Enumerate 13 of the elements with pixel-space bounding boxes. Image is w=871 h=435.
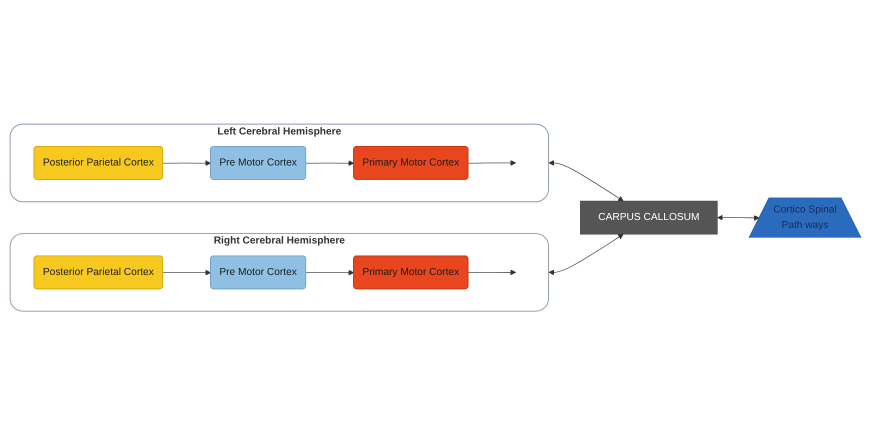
arrow [306, 160, 354, 166]
arrow [548, 234, 624, 276]
arrow [162, 270, 211, 276]
arrow [468, 269, 516, 276]
arrow [468, 160, 516, 166]
flowchart-diagram: Right Cerebral Hemisphere Posterior Parietal Cortex Pre Motor Cortex Primary Motor Cortex Left Cerebral Hemisphere Posterior Parietal Cortex Pre Motor Cortex Primary Motor Cortex CARPUS CALLOSUM Cortico Spinal Path ways [5, 118, 866, 316]
arrow [548, 160, 624, 202]
node-box [580, 200, 718, 234]
arrow [162, 160, 211, 166]
arrow [306, 270, 354, 276]
cluster [10, 123, 550, 202]
cluster [10, 232, 550, 312]
arrow [717, 214, 760, 221]
